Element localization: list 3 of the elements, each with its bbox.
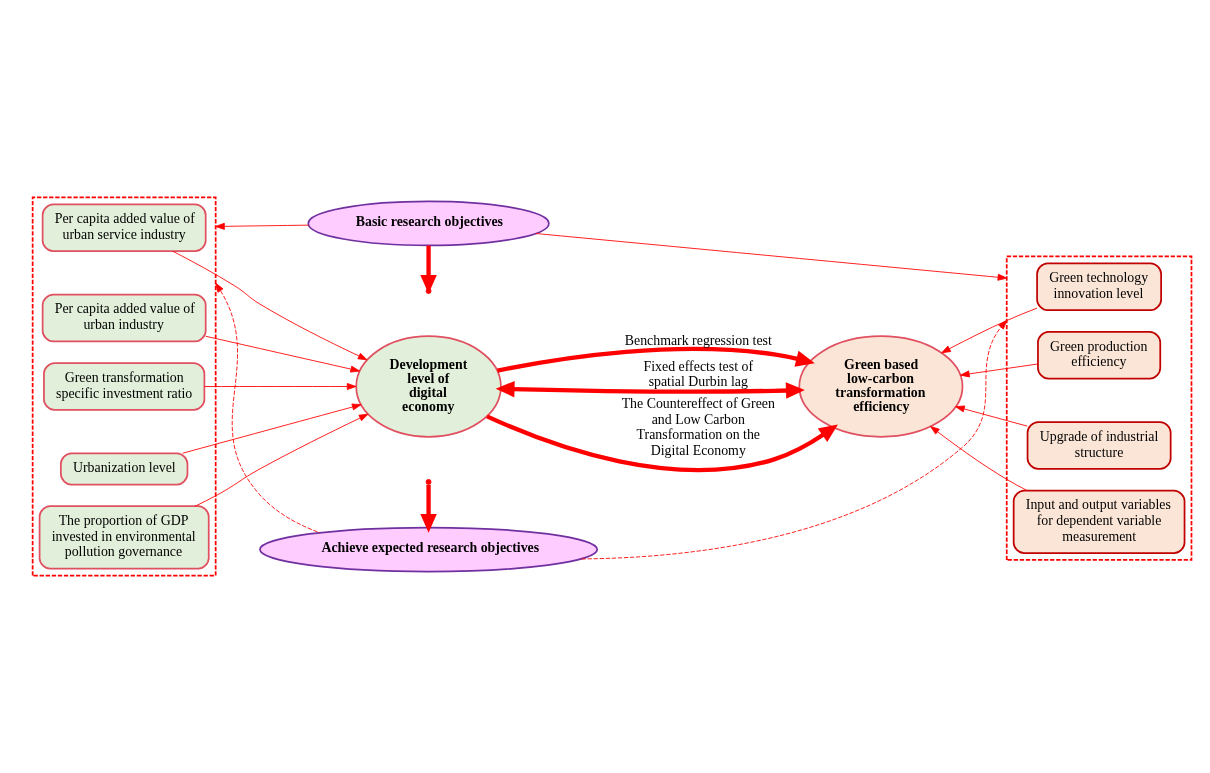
edge-label: Benchmark regression test: [624, 332, 772, 348]
edge-label: The Countereffect of Green and Low Carbon Transformation on the Digital Economy: [621, 396, 775, 458]
edge-label: Fixed effects test of spatial Durbin lag: [643, 358, 754, 390]
